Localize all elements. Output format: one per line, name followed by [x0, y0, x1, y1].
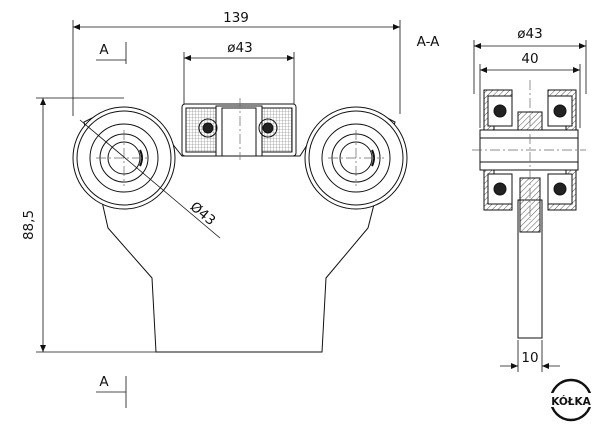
top-wheel: [181, 103, 297, 157]
section-centerlines: [472, 80, 586, 220]
centerlines: [96, 98, 384, 186]
front-dimensions: [36, 20, 401, 408]
section-mark-bottom: A: [99, 374, 109, 390]
dim-top-wheel-diameter: ø43: [227, 40, 252, 56]
section-mark-top: A: [99, 42, 109, 58]
dim-overall-height: 88,5: [21, 210, 37, 240]
section-title: A-A: [417, 34, 441, 50]
section-view: [479, 89, 579, 339]
section-dimensions: [473, 40, 587, 372]
bearings: [487, 95, 573, 205]
dim-section-width: 40: [521, 51, 538, 67]
dim-stem-width: 10: [521, 350, 538, 366]
dim-side-wheel-diameter: Ø43: [187, 199, 219, 229]
logo-text: KÓŁKA: [551, 395, 591, 408]
dim-section-wheel-diameter: ø43: [517, 26, 542, 42]
dim-overall-width: 139: [223, 10, 249, 26]
kolka-logo: KÓŁKA: [548, 378, 594, 422]
